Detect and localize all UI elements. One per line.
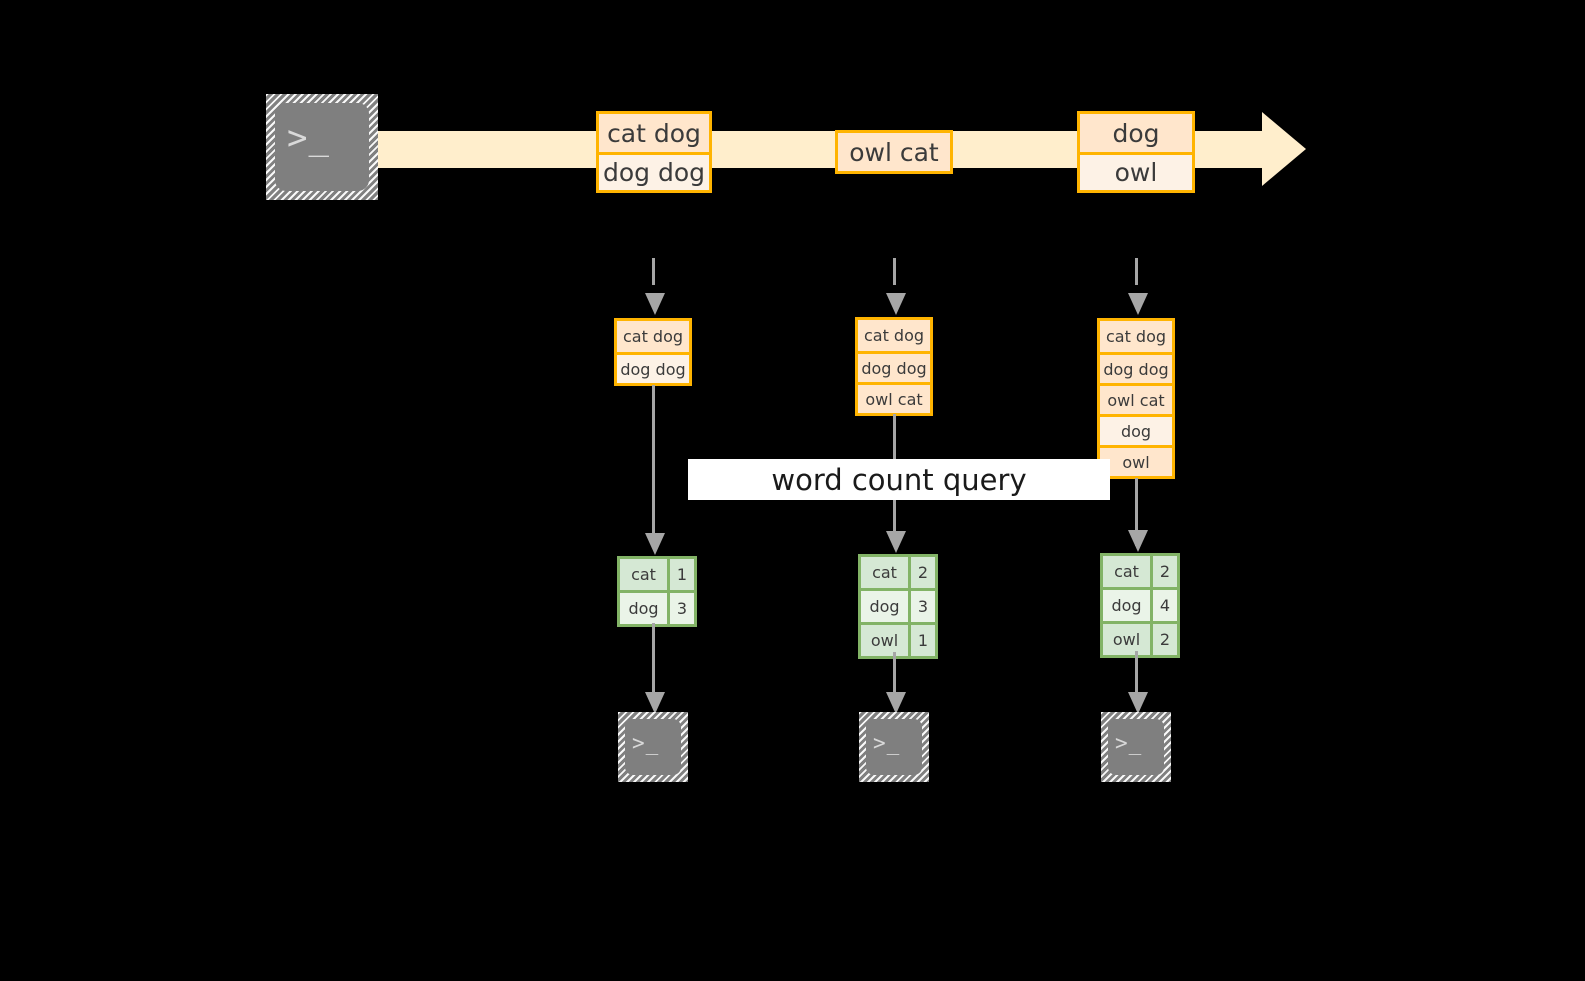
result-3-to-client-arrowhead	[1128, 692, 1148, 714]
table-row: cat 2	[1103, 556, 1177, 587]
snapshot-3-input-table[interactable]: cat dog dog dog owl cat dog owl	[1097, 318, 1175, 479]
snapshot-input-line: dog dog	[1100, 352, 1172, 383]
result-1-to-client-arrowhead	[645, 692, 665, 714]
client-terminal-icon-3[interactable]: >_	[1101, 712, 1171, 782]
result-word: dog	[1103, 590, 1150, 621]
stream-to-snapshot-arrowhead-2	[886, 293, 906, 315]
terminal-screen: >_	[866, 719, 922, 775]
snapshot-input-line: cat dog	[1105, 327, 1167, 346]
query-label-text: word count query	[771, 462, 1027, 497]
result-count: 3	[667, 593, 694, 624]
result-count: 1	[908, 625, 935, 656]
snapshot-2-result-table[interactable]: cat 2 dog 3 owl 1	[858, 554, 938, 659]
record-line: dog	[1112, 118, 1160, 148]
result-word: cat	[1103, 556, 1150, 587]
query-label-band: word count query	[688, 459, 1110, 500]
snapshot-1-input-table[interactable]: cat dog dog dog	[614, 318, 692, 386]
stream-arrow-head-icon	[1262, 112, 1306, 186]
snapshot-input-line: owl cat	[858, 382, 930, 413]
terminal-screen: >_	[625, 719, 681, 775]
stream-to-snapshot-connector-2	[893, 258, 896, 286]
record-line: cat dog	[607, 118, 701, 148]
stream-to-snapshot-connector-3	[1135, 258, 1138, 286]
stream-record-3[interactable]: dog owl	[1077, 111, 1195, 193]
terminal-screen: >_	[275, 103, 369, 191]
snapshot-1-result-table[interactable]: cat 1 dog 3	[617, 556, 697, 627]
snapshot-input-line: owl	[1100, 445, 1172, 476]
result-count: 3	[908, 591, 935, 622]
result-word: dog	[620, 593, 667, 624]
terminal-prompt-icon: >_	[632, 731, 660, 755]
result-3-to-client-connector	[1135, 651, 1138, 702]
table-row: dog 4	[1103, 587, 1177, 621]
stream-to-snapshot-connector-1	[652, 258, 655, 286]
record-line: owl	[1080, 152, 1192, 190]
table-row: owl 2	[1103, 621, 1177, 655]
table-row: dog 3	[620, 590, 694, 624]
stream-record-2[interactable]: owl cat	[835, 130, 953, 174]
result-count: 2	[908, 557, 935, 588]
snapshot-2-to-result-arrowhead	[886, 531, 906, 553]
result-word: owl	[1103, 624, 1150, 655]
snapshot-3-to-result-arrowhead	[1128, 530, 1148, 552]
record-line: owl cat	[849, 137, 939, 167]
snapshot-input-line: dog dog	[858, 351, 930, 382]
record-line: dog dog	[599, 152, 709, 190]
result-2-to-client-arrowhead	[886, 692, 906, 714]
result-count: 2	[1150, 556, 1177, 587]
snapshot-input-line: cat dog	[622, 327, 684, 346]
terminal-prompt-icon: >_	[873, 731, 901, 755]
terminal-prompt-icon: >_	[1115, 731, 1143, 755]
client-terminal-icon-2[interactable]: >_	[859, 712, 929, 782]
table-row: dog 3	[861, 588, 935, 622]
client-terminal-icon-1[interactable]: >_	[618, 712, 688, 782]
result-word: owl	[861, 625, 908, 656]
result-word: dog	[861, 591, 908, 622]
snapshot-input-line: cat dog	[863, 326, 925, 345]
snapshot-3-to-result-connector	[1135, 478, 1138, 546]
snapshot-2-input-table[interactable]: cat dog dog dog owl cat	[855, 317, 933, 416]
snapshot-3-result-table[interactable]: cat 2 dog 4 owl 2	[1100, 553, 1180, 658]
result-word: cat	[620, 559, 667, 590]
source-terminal-icon[interactable]: >_	[266, 94, 378, 200]
result-count: 4	[1150, 590, 1177, 621]
snapshot-input-line: dog dog	[617, 352, 689, 383]
result-word: cat	[861, 557, 908, 588]
snapshot-1-to-result-connector	[652, 385, 655, 548]
result-count: 1	[667, 559, 694, 590]
snapshot-input-line: dog	[1100, 414, 1172, 445]
stream-to-snapshot-arrowhead-1	[645, 293, 665, 315]
result-count: 2	[1150, 624, 1177, 655]
table-row: owl 1	[861, 622, 935, 656]
table-row: cat 1	[620, 559, 694, 590]
terminal-prompt-icon: >_	[287, 118, 330, 158]
snapshot-input-line: owl cat	[1100, 383, 1172, 414]
stream-to-snapshot-arrowhead-3	[1128, 293, 1148, 315]
table-row: cat 2	[861, 557, 935, 588]
result-2-to-client-connector	[893, 652, 896, 702]
terminal-screen: >_	[1108, 719, 1164, 775]
snapshot-1-to-result-arrowhead	[645, 533, 665, 555]
result-1-to-client-connector	[652, 623, 655, 702]
stream-record-1[interactable]: cat dog dog dog	[596, 111, 712, 193]
